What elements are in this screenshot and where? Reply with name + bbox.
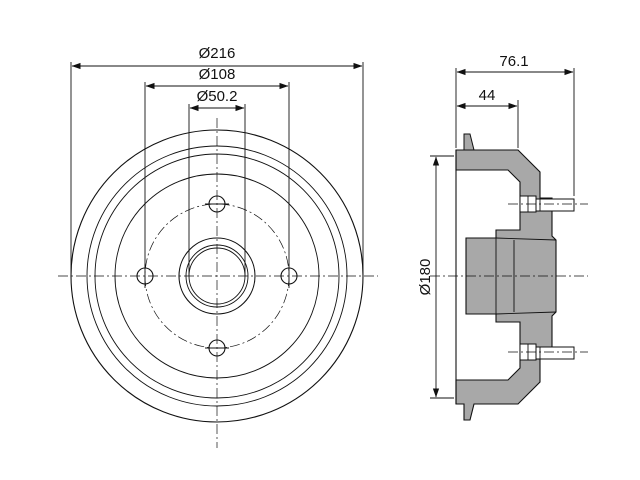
center-bore-label: Ø50.2 [197, 88, 238, 105]
drum-section [455, 149, 557, 421]
drum-inner-diameter-dimension: Ø180 [417, 155, 454, 399]
overall-height-dimension: 76.1 [455, 53, 575, 196]
braking-surface-circle [94, 153, 340, 399]
hub-height-dimension: 44 [456, 87, 519, 148]
overall-height-label: 76.1 [499, 53, 528, 70]
side-section-view: 76.1 44 Ø180 [417, 53, 588, 421]
drum-inner-diameter-label: Ø180 [417, 259, 434, 296]
hub-outer-circle [178, 237, 256, 315]
hub-flange-circle [114, 173, 320, 379]
hub-height-label: 44 [479, 87, 496, 104]
drum-lip-top [463, 133, 475, 151]
bolt-circle-dimension: Ø108 [144, 66, 290, 268]
wheel-stud-top [519, 195, 575, 213]
bolt-circle-label: Ø108 [199, 66, 236, 83]
drum-rim-circle [86, 145, 348, 407]
front-view: Ø216 Ø108 Ø50.2 [58, 45, 378, 448]
outer-diameter-label: Ø216 [199, 45, 236, 62]
outer-diameter-dimension: Ø216 [70, 45, 364, 276]
bore-chamfer-circle [185, 244, 249, 308]
center-bore-dimension: Ø50.2 [188, 88, 246, 276]
